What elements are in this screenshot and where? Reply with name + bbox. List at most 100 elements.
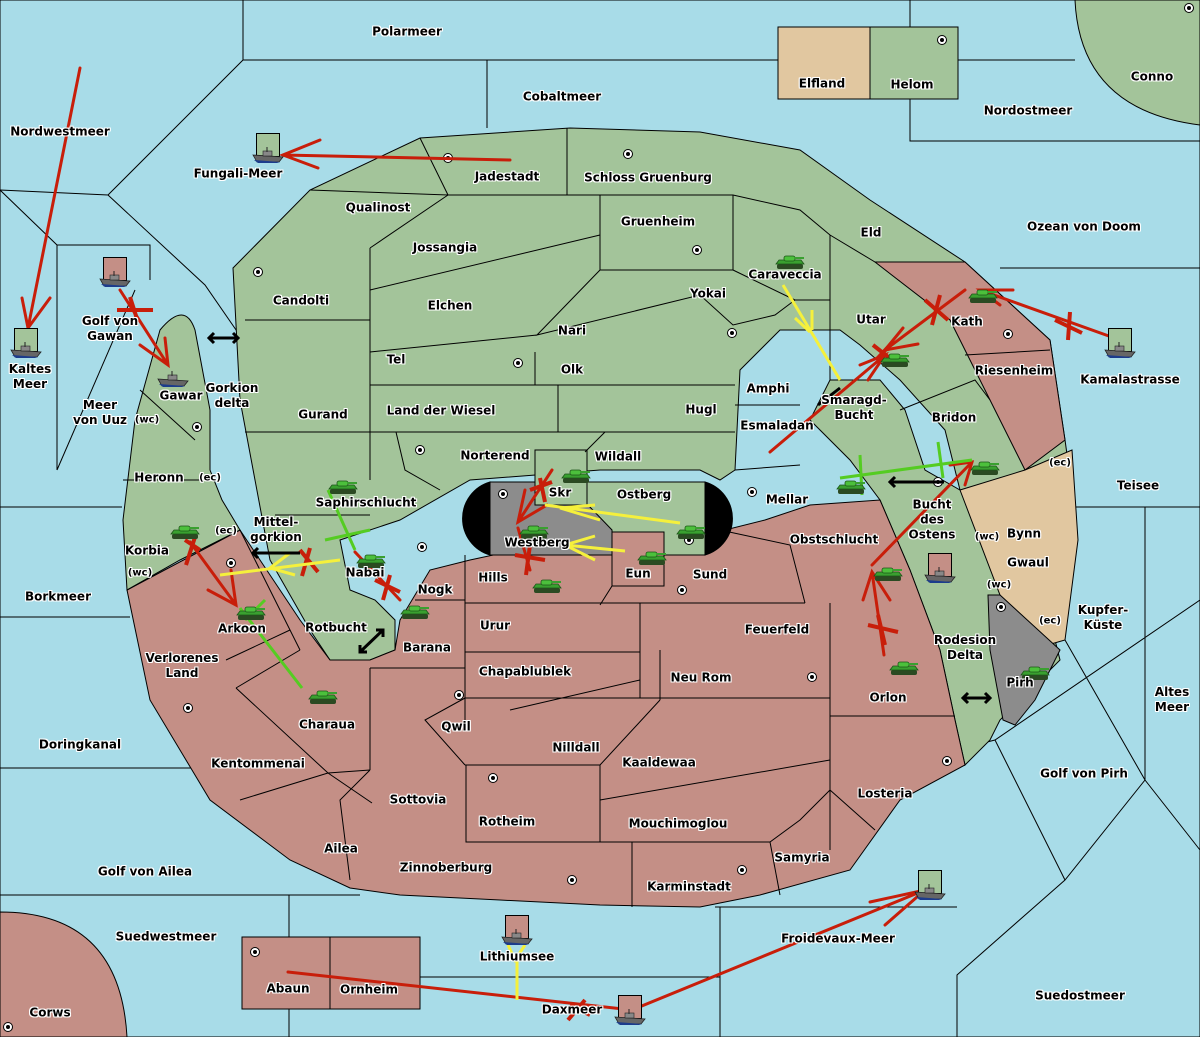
supply-center-verlorenes-land — [183, 703, 193, 713]
tank-icon — [532, 579, 562, 593]
tank-icon — [308, 690, 338, 704]
impassable-east — [704, 481, 733, 556]
order-move-arrow — [861, 568, 892, 657]
ship-icon — [614, 1009, 646, 1025]
ship-icon — [1104, 342, 1136, 358]
supply-center-corws — [3, 1022, 13, 1032]
region-conno[interactable] — [1074, 0, 1200, 126]
order-convoy-arrow — [560, 534, 626, 562]
supply-center-gruenheim — [692, 245, 702, 255]
supply-center-karminstadt — [737, 865, 747, 875]
land-west — [122, 314, 241, 591]
supply-center-mellar — [747, 487, 757, 497]
failed-order-markers — [117, 294, 1083, 1022]
ship-icon — [99, 271, 131, 287]
tank-icon — [873, 567, 903, 581]
ship-icon — [924, 567, 956, 583]
fleet-unit[interactable] — [1104, 328, 1136, 358]
order-support-line — [324, 489, 371, 551]
region-pirh[interactable] — [987, 594, 1061, 726]
supply-center-westberg — [498, 489, 508, 499]
fleet-unit[interactable] — [501, 915, 533, 945]
supply-center-conno — [1184, 3, 1194, 13]
land-borders — [123, 128, 1051, 907]
double-arrow-icon — [206, 331, 241, 345]
supply-center-abaun — [250, 947, 260, 957]
supply-center-korbia — [226, 558, 236, 568]
supply-center-norterend — [415, 445, 425, 455]
ship-icon — [252, 147, 284, 163]
supply-center-yokai — [727, 328, 737, 338]
tank-icon — [1020, 666, 1050, 680]
supply-center-neu-rom — [807, 672, 817, 682]
supply-center-helom — [937, 35, 947, 45]
order-move-arrow — [20, 66, 82, 332]
tank-icon — [968, 289, 998, 303]
adjacency-arrows — [206, 331, 993, 705]
order-move-arrow — [515, 468, 554, 526]
tank-icon — [170, 525, 200, 539]
ship-icon — [10, 342, 42, 358]
supply-center-zinnoberburg — [567, 875, 577, 885]
tank-icon — [676, 525, 706, 539]
supply-center-rotheim — [488, 773, 498, 783]
supply-center-losteria — [942, 756, 952, 766]
supply-center-schloss-gruenburg — [623, 149, 633, 159]
supply-center-kath — [1003, 329, 1013, 339]
land-ring-south — [126, 499, 966, 908]
ship-icon — [501, 929, 533, 945]
supply-center-nabai — [417, 542, 427, 552]
region-ornheim[interactable] — [329, 936, 421, 1010]
tank-icon — [889, 661, 919, 675]
fleet-unit[interactable] — [614, 995, 646, 1025]
fleet-unit[interactable] — [914, 870, 946, 900]
region-elfland[interactable] — [777, 26, 871, 100]
order-move-arrow — [975, 288, 1122, 342]
order-move-arrow — [118, 288, 170, 369]
supply-center-sund — [677, 585, 687, 595]
tank-icon — [561, 469, 591, 483]
order-convoy-arrow — [781, 284, 842, 381]
fleet-unit[interactable] — [157, 357, 189, 387]
double-arrow-icon — [887, 475, 944, 489]
double-arrow-icon — [817, 386, 841, 407]
tank-icon — [836, 480, 866, 494]
tank-icon — [236, 606, 266, 620]
tank-icon — [880, 353, 910, 367]
ship-icon — [914, 884, 946, 900]
supply-center-candolti — [253, 267, 263, 277]
fleet-unit[interactable] — [10, 328, 42, 358]
order-move-arrow — [768, 351, 890, 454]
supply-center-qwil — [454, 690, 464, 700]
order-move-arrow — [278, 138, 512, 170]
ship-icon — [157, 371, 189, 387]
fleet-unit[interactable] — [924, 553, 956, 583]
supply-center-tel — [513, 358, 523, 368]
order-convoy-arrow — [544, 503, 681, 525]
region-kath-riesenheim[interactable] — [873, 261, 1066, 471]
order-move-arrow — [188, 540, 238, 608]
tank-icon — [400, 605, 430, 619]
tank-icon — [970, 461, 1000, 475]
order-move-arrow — [870, 460, 975, 567]
order-convoy-arrow — [506, 944, 527, 1000]
region-corws[interactable] — [0, 911, 128, 1037]
convoy-orders — [219, 284, 842, 1000]
fleet-unit[interactable] — [99, 257, 131, 287]
tank-icon — [637, 551, 667, 565]
fleet-unit[interactable] — [252, 133, 284, 163]
impassable-west — [462, 481, 491, 556]
supply-center-gawar — [192, 422, 202, 432]
double-arrow-icon — [358, 628, 385, 654]
order-move-arrow — [881, 288, 967, 353]
tank-icon — [328, 480, 358, 494]
double-arrow-icon — [960, 691, 993, 705]
tank-icon — [775, 255, 805, 269]
order-move-arrow — [286, 888, 927, 1012]
tank-icon — [356, 554, 386, 568]
order-convoy-arrow — [219, 551, 341, 577]
double-arrow-icon — [250, 546, 300, 560]
tank-icon — [519, 525, 549, 539]
